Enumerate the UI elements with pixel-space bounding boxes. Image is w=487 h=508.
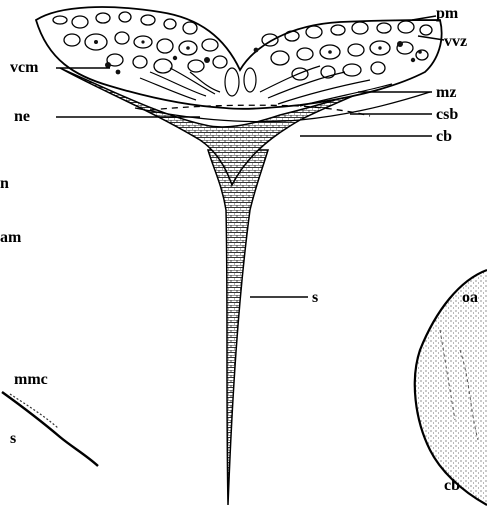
- label-s2: s: [10, 430, 16, 447]
- label-csb: csb: [436, 106, 458, 123]
- label-n: n: [0, 175, 9, 192]
- label-mmc: mmc: [14, 371, 48, 388]
- label-mz: mz: [436, 84, 456, 101]
- left-fragment: [2, 392, 98, 466]
- stem: [208, 150, 268, 505]
- label-am: am: [0, 229, 22, 246]
- label-vvz: vvz: [444, 33, 467, 50]
- label-ne: ne: [14, 108, 30, 125]
- upper-cell-region: [36, 7, 442, 109]
- label-cb: cb: [436, 128, 452, 145]
- main-structure: [36, 7, 442, 505]
- label-oa: oa: [462, 289, 478, 306]
- label-s: s: [312, 289, 318, 306]
- label-vcm: vcm: [10, 59, 39, 76]
- label-pm: pm: [436, 5, 459, 22]
- label-cb2: cb: [444, 477, 460, 494]
